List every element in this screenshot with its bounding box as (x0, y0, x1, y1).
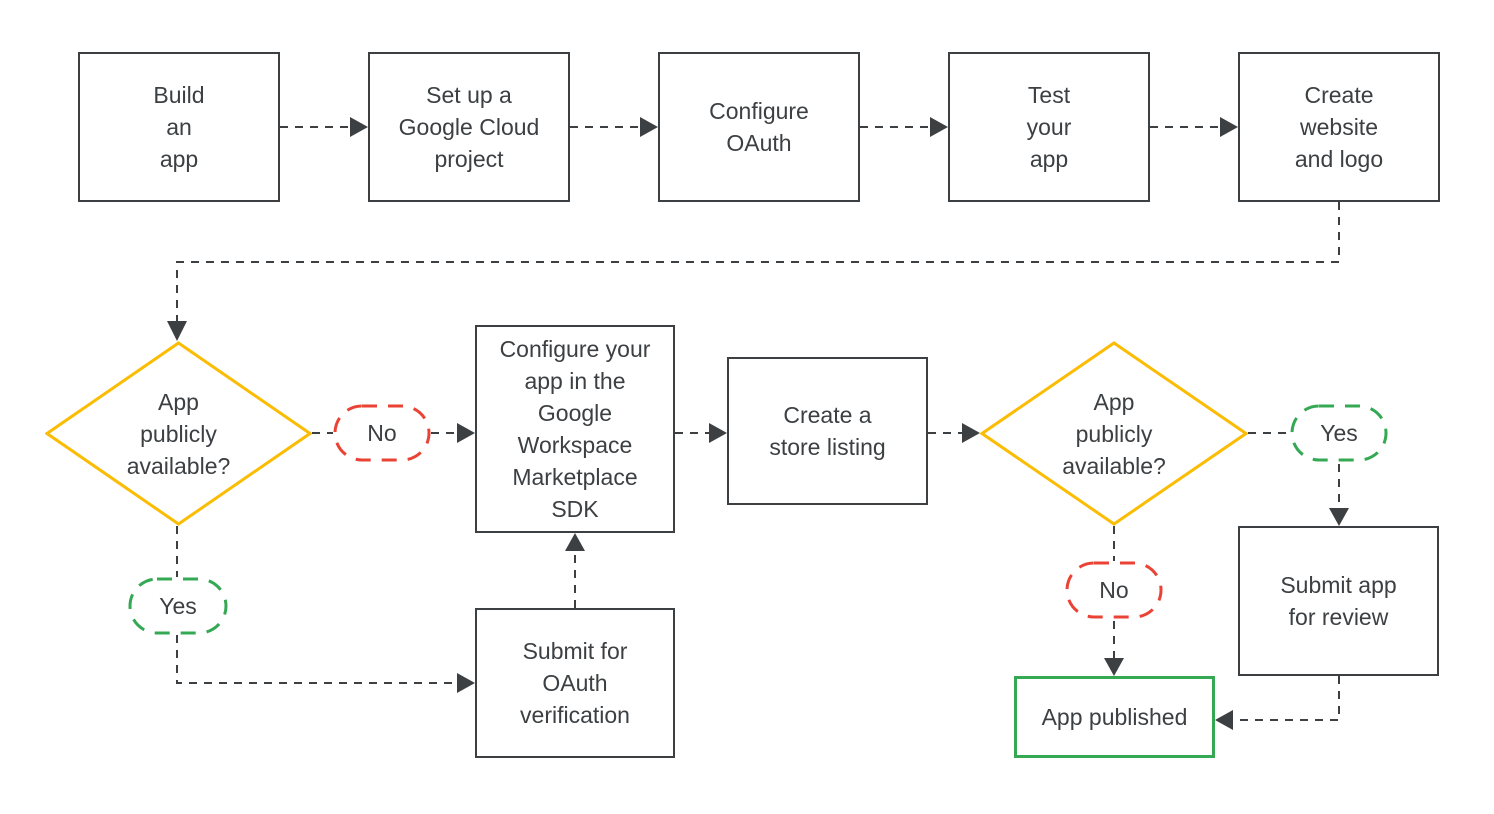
node-create-website-logo-label: Create website and logo (1294, 82, 1384, 172)
node-branch-no-1-label: No (367, 420, 397, 446)
node-branch-yes-2-label: Yes (1320, 420, 1358, 446)
node-create-store-listing-label: Create a store listing (769, 402, 886, 460)
edge-review-to-published (1233, 676, 1340, 721)
node-google-cloud-project: Set up a Google Cloud project (368, 52, 570, 202)
node-submit-oauth-verification: Submit for OAuth verification (475, 608, 675, 758)
node-branch-yes-1: Yes (128, 577, 228, 635)
node-app-published-label: App published (1041, 704, 1188, 730)
arrowhead-submitoauth-to-sdk (565, 533, 585, 551)
branch-no-2-shape (1065, 561, 1163, 619)
node-decision-app-public-2: App publicly available? (980, 341, 1248, 526)
node-branch-no-1: No (333, 404, 431, 462)
node-submit-app-review-label: Submit app for review (1280, 572, 1397, 630)
branch-yes-1-outline (128, 577, 228, 635)
node-submit-oauth-verification-label: Submit for OAuth verification (520, 638, 630, 728)
arrowhead-no1-to-sdk (457, 423, 475, 443)
node-decision-app-public-1-label: App publicly available? (126, 388, 231, 479)
arrowhead-no2-to-published (1104, 658, 1124, 676)
diamond-outline-2 (980, 341, 1248, 526)
node-build-app: Build an app (78, 52, 280, 202)
node-submit-app-review: Submit app for review (1238, 526, 1439, 676)
branch-yes-1-shape (128, 577, 228, 635)
arrowhead-sdk-to-store (709, 423, 727, 443)
node-marketplace-sdk-label: Configure your app in the Google Workspa… (499, 336, 651, 522)
node-branch-no-2: No (1065, 561, 1163, 619)
node-google-cloud-project-label: Set up a Google Cloud project (398, 82, 540, 172)
branch-yes-2-outline (1290, 404, 1388, 462)
node-create-store-listing: Create a store listing (727, 357, 928, 505)
node-marketplace-sdk: Configure your app in the Google Workspa… (475, 325, 675, 533)
node-build-app-label: Build an app (153, 82, 205, 172)
edge-website-to-decision1 (176, 202, 1340, 321)
edge-yes1-to-submitoauth (176, 635, 457, 684)
node-test-your-app-label: Test your app (1026, 82, 1072, 172)
node-configure-oauth: Configure OAuth (658, 52, 860, 202)
arrowhead-build-to-gcloud (350, 117, 368, 137)
arrowhead-yes2-to-review (1329, 508, 1349, 526)
node-test-your-app: Test your app (948, 52, 1150, 202)
node-configure-oauth-label: Configure OAuth (709, 98, 809, 156)
node-decision-app-public-1: App publicly available? (45, 341, 312, 526)
node-branch-yes-1-label: Yes (159, 593, 197, 619)
arrowhead-test-to-website (1220, 117, 1238, 137)
diamond-outline-1 (45, 341, 312, 526)
arrowhead-oauth-to-test (930, 117, 948, 137)
node-branch-yes-2: Yes (1290, 404, 1388, 462)
branch-yes-2-shape (1290, 404, 1388, 462)
node-branch-no-2-label: No (1099, 577, 1129, 603)
branch-no-2-outline (1065, 561, 1163, 619)
arrowhead-website-to-decision1 (167, 321, 187, 341)
branch-no-1-outline (333, 404, 431, 462)
arrowhead-review-to-published (1215, 710, 1233, 730)
node-decision-app-public-2-label: App publicly available? (1062, 388, 1166, 479)
node-app-published: App published (1014, 676, 1215, 758)
branch-no-1-shape (333, 404, 431, 462)
arrowhead-yes1-to-submitoauth (457, 673, 475, 693)
arrowhead-store-to-decision2 (962, 423, 980, 443)
decision-diamond-shape-2 (980, 341, 1248, 526)
decision-diamond-shape-1 (45, 341, 312, 526)
arrowhead-gcloud-to-oauth (640, 117, 658, 137)
node-create-website-logo: Create website and logo (1238, 52, 1440, 202)
